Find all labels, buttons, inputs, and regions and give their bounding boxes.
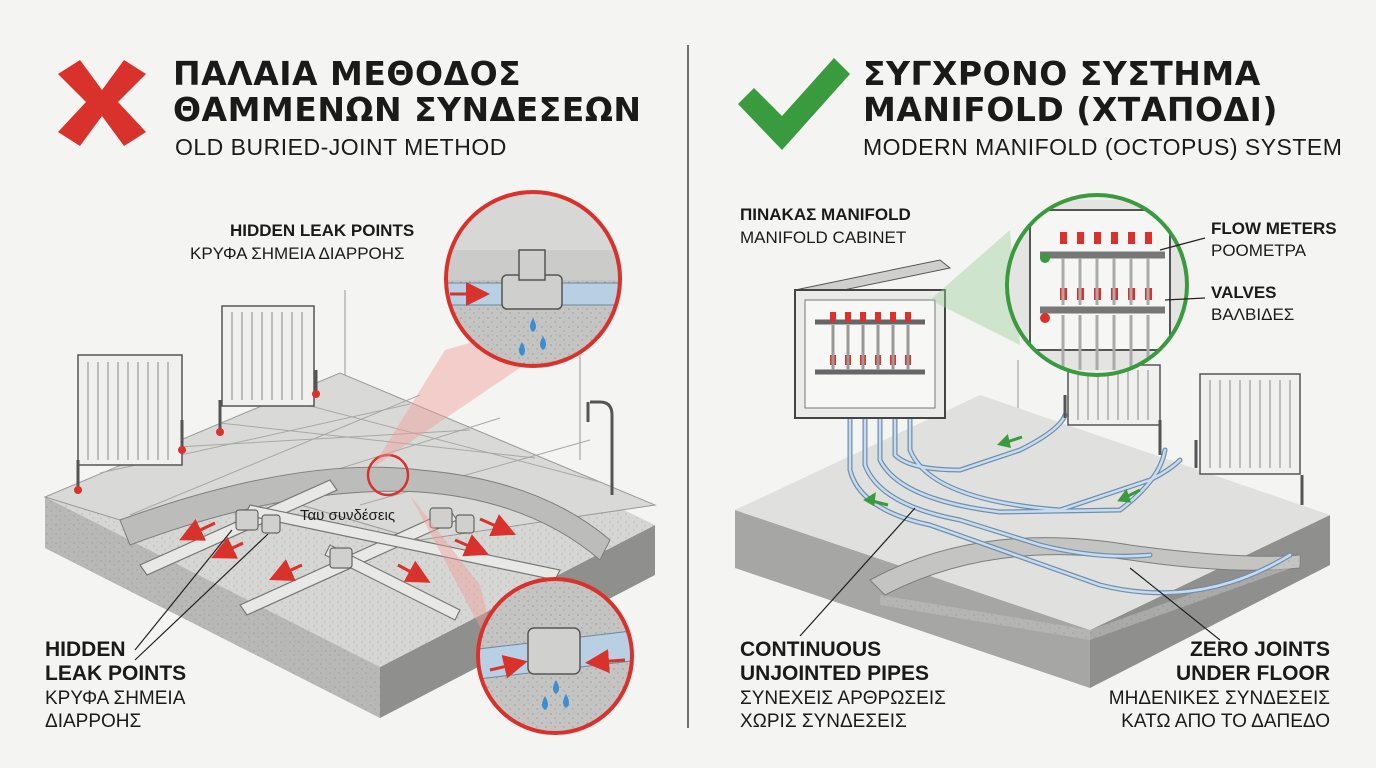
pipes-label-en-2: UNJOINTED PIPES: [740, 662, 930, 685]
faucet-icon: [586, 400, 614, 495]
flow-meters-en: FLOW METERS: [1211, 219, 1337, 238]
radiator-1: [74, 354, 186, 494]
right-title-line2: MANIFOLD (ΧΤΑΠΟΔΙ): [863, 90, 1278, 129]
pipes-label-en-1: CONTINUOUS: [740, 638, 882, 661]
left-callout-bottom-en-1: HIDDEN: [45, 638, 126, 661]
radiator-2: [216, 305, 320, 436]
manifold-zoom: [1005, 193, 1189, 377]
right-slab-front: [735, 510, 1090, 688]
left-title-line1: ΠΑΛΑΙΑ ΜΕΘΟΔΟΣ: [173, 54, 522, 93]
joints-label-en-1: ZERO JOINTS: [1189, 638, 1330, 661]
tee-joints: [235, 507, 475, 569]
cross-icon: [58, 60, 146, 146]
flow-meters-gr: ΡΟΟΜΕΤΡΑ: [1211, 241, 1307, 260]
red-flow-arrows: [179, 514, 516, 583]
left-subtitle: OLD BURIED-JOINT METHOD: [175, 134, 507, 160]
cabinet-label-gr: ΠΙΝΑΚΑΣ MANIFOLD: [740, 205, 911, 224]
pipes-label-gr-2: ΧΩΡΙΣ ΣΥΝΔΕΣΕΙΣ: [740, 711, 907, 732]
left-callout-top-gr: ΚΡΥΦΑ ΣΗΜΕΙΑ ΔΙΑΡΡΟΗΣ: [190, 244, 405, 263]
valves-gr: ΒΑΛΒΙΔΕΣ: [1211, 305, 1295, 324]
green-flow-arrows: [863, 434, 1141, 507]
joints-label-gr-1: ΜΗΔΕΝΙΚΕΣ ΣΥΝΔΕΣΕΙΣ: [1108, 688, 1330, 709]
left-callout-bottom-gr-2: ΔΙΑΡΡΟΗΣ: [45, 711, 142, 732]
left-callout-bottom-en-2: LEAK POINTS: [45, 662, 187, 685]
left-title-line2: ΘΑΜΜΕΝΩΝ ΣΥΝΔΕΣΕΩΝ: [173, 90, 642, 129]
leak-zoom-bottom: [476, 577, 634, 735]
check-icon: [738, 58, 850, 150]
right-title-line1: ΣΥΓΧΡΟΝΟ ΣΥΣΤΗΜΑ: [863, 54, 1261, 93]
valves-en: VALVES: [1211, 283, 1277, 302]
leak-highlight: [366, 453, 410, 497]
manifold-cabinet: [793, 259, 952, 419]
joints-label-en-2: UNDER FLOOR: [1176, 662, 1330, 685]
cabinet-label-en: MANIFOLD CABINET: [740, 228, 907, 247]
joints-label-gr-2: ΚΑΤΩ ΑΠΟ ΤΟ ΔΑΠΕΔΟ: [1121, 711, 1330, 732]
left-callout-bottom-gr-1: ΚΡΥΦΑ ΣΗΜΕΙΑ: [45, 688, 186, 709]
leak-zoom-top: [444, 190, 622, 368]
left-callout-top-en: HIDDEN LEAK POINTS: [230, 221, 415, 240]
tee-label: Ταυ συνδέσεις: [300, 507, 396, 524]
radiator-4: [1194, 373, 1304, 505]
right-subtitle: MODERN MANIFOLD (OCTOPUS) SYSTEM: [863, 134, 1343, 160]
pipes-label-gr-1: ΣΥΝΕΧΕΙΣ ΑΡΘΡΩΣΕΙΣ: [740, 688, 946, 709]
